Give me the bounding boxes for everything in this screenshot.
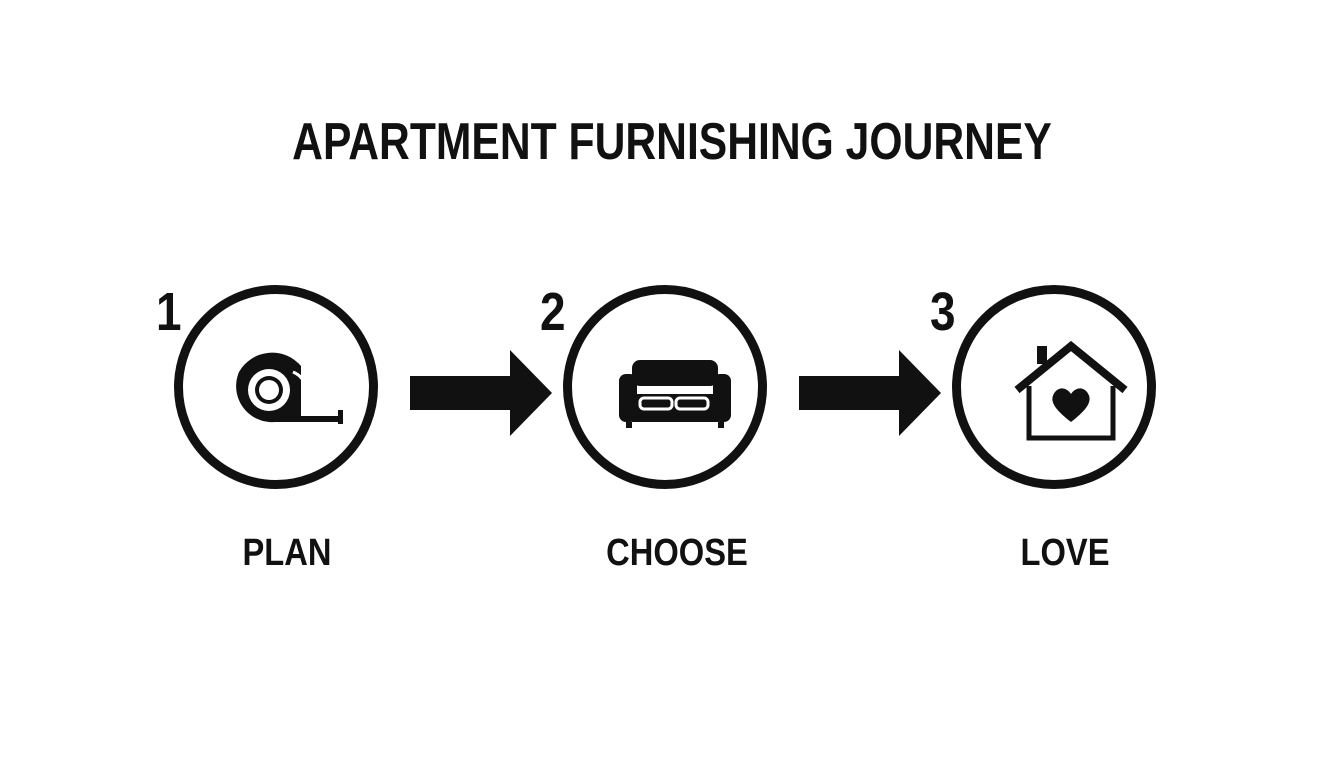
- arrow-right-icon: [799, 350, 941, 436]
- step-2-label: CHOOSE: [606, 532, 748, 574]
- diagram-title: APARTMENT FURNISHING JOURNEY: [292, 113, 1052, 171]
- step-2-circle: [563, 285, 767, 489]
- step-1-label: PLAN: [242, 532, 332, 574]
- step-1-circle: [174, 285, 378, 489]
- step-3-label: LOVE: [1020, 532, 1110, 574]
- step-2-number: 2: [540, 282, 566, 342]
- step-1-number: 1: [156, 282, 182, 342]
- step-3-number: 3: [930, 282, 956, 342]
- house-heart-icon: [1014, 340, 1128, 441]
- arrow-right-icon: [410, 350, 552, 436]
- step-3-circle: [952, 285, 1156, 489]
- tape-measure-icon: [236, 352, 343, 424]
- sofa-icon: [619, 360, 731, 428]
